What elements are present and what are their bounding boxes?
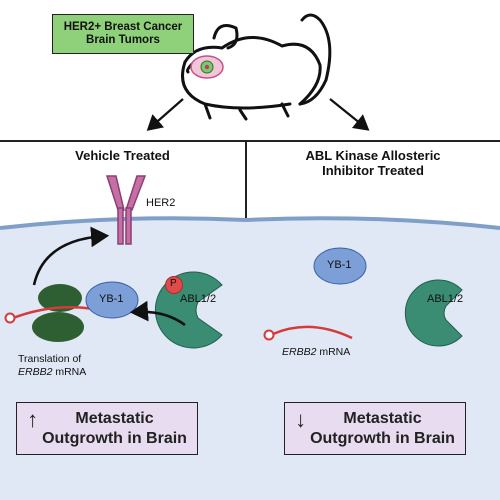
inhibitor-title-line2: Inhibitor Treated: [322, 163, 424, 179]
right-mrna-word: mRNA: [316, 346, 351, 358]
right-abl-kinase: [404, 279, 463, 347]
right-abl-label: ABL1/2: [427, 293, 464, 305]
vehicle-result-line1: Metastatic: [75, 410, 154, 428]
vehicle-panel-title: Vehicle Treated: [75, 148, 170, 163]
translation-mrna-word: mRNA: [52, 366, 87, 379]
right-mrna-cap: [263, 329, 275, 341]
right-cell-cytoplasm: [246, 218, 500, 500]
right-erbb2-mrna: [272, 325, 353, 340]
phospho-group: [165, 276, 183, 294]
translation-line1: Translation of: [18, 353, 82, 365]
phospho-label: P: [170, 278, 177, 289]
left-mrna-cap: [4, 312, 16, 324]
right-mrna-gene-name: ERBB2: [282, 346, 317, 358]
inhibitor-result-box: ↓ Metastatic Outgrowth in Brain: [284, 402, 466, 455]
translation-gene-name: ERBB2: [18, 366, 53, 379]
left-yb1-protein: [85, 281, 139, 319]
inhibitor-panel-title: ABL Kinase Allosteric Inhibitor Treated: [258, 148, 488, 179]
increase-arrow-icon: ↑: [27, 407, 39, 432]
left-yb1-label: YB-1: [99, 293, 124, 305]
right-yb1-protein: [313, 247, 367, 285]
left-abl-label: ABL1/2: [180, 293, 217, 305]
translation-line2: ERBB2 mRNA: [18, 366, 86, 379]
vehicle-result-box: ↑ Metastatic Outgrowth in Brain: [16, 402, 198, 455]
right-mrna-label: ERBB2 mRNA: [282, 346, 350, 358]
inhibitor-title-line1: ABL Kinase Allosteric: [305, 148, 441, 163]
right-yb1-label: YB-1: [327, 259, 352, 271]
brain-tumor-icon: [190, 55, 224, 79]
arrow-to-inhibitor: [329, 98, 370, 131]
inhibitor-result-line2: Outgrowth in Brain: [310, 429, 455, 447]
tumor-type-label-box: HER2+ Breast Cancer Brain Tumors: [52, 14, 194, 54]
her2-label: HER2: [146, 197, 176, 209]
mouse-illustration: [181, 13, 332, 121]
tumor-type-line1: HER2+ Breast Cancer: [63, 20, 183, 33]
inhibitor-result-line1: Metastatic: [343, 410, 422, 428]
decrease-arrow-icon: ↓: [295, 407, 307, 432]
her2-receptor: [105, 175, 147, 245]
right-cell-membrane: [245, 216, 500, 230]
vehicle-result-line2: Outgrowth in Brain: [42, 429, 187, 447]
abl-phosphorylates-yb1-arrow: [129, 300, 186, 327]
translation-label: Translation of ERBB2 mRNA: [18, 353, 86, 379]
arrow-to-vehicle: [146, 98, 184, 131]
tumor-type-line2: Brain Tumors: [86, 34, 160, 46]
translation-to-her2-arrow: [32, 226, 110, 286]
ribosome: [32, 284, 84, 342]
